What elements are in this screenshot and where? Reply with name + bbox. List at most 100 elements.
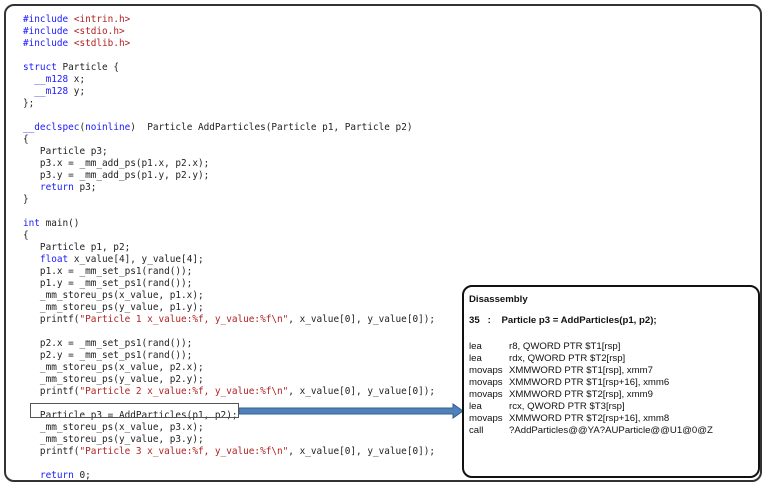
code-line: _mm_storeu_ps(x_value, p3.x); xyxy=(23,422,435,434)
code-keyword: __m128 xyxy=(23,86,69,97)
code-line: p2.y = _mm_set_ps1(rand()); xyxy=(23,350,435,362)
code-line xyxy=(23,50,435,62)
code-line: __m128 y; xyxy=(23,86,435,98)
code-text: _mm_storeu_ps(y_value, p3.y); xyxy=(23,434,204,445)
code-text: Particle p3; xyxy=(23,146,108,157)
code-line: p3.x = _mm_add_ps(p1.x, p2.x); xyxy=(23,158,435,170)
code-text: p3; xyxy=(73,182,97,193)
instruction-operands: r8, QWORD PTR $T1[rsp] xyxy=(509,341,621,352)
disassembly-panel: Disassembly 35 : Particle p3 = AddPartic… xyxy=(462,285,760,478)
code-line xyxy=(23,206,435,218)
code-line: p3.y = _mm_add_ps(p1.y, p2.y); xyxy=(23,170,435,182)
code-text: _mm_storeu_ps(x_value, p2.x); xyxy=(23,362,204,373)
code-keyword: noinline xyxy=(85,122,131,133)
code-keyword: int xyxy=(23,218,40,229)
instruction-opcode: movaps xyxy=(469,377,503,388)
code-panel: #include <intrin.h>#include <stdio.h>#in… xyxy=(4,4,762,482)
instruction-opcode: lea xyxy=(469,353,482,364)
source-code: #include <intrin.h>#include <stdio.h>#in… xyxy=(23,14,435,482)
code-string: <stdio.h> xyxy=(73,26,125,37)
code-text: 0; xyxy=(73,470,91,481)
code-text: _mm_storeu_ps(x_value, p3.x); xyxy=(23,422,204,433)
code-keyword: #include xyxy=(23,38,74,49)
code-line: { xyxy=(23,230,435,242)
code-text: x; xyxy=(68,74,86,85)
code-text: _mm_storeu_ps(x_value, p1.x); xyxy=(23,290,204,301)
code-line xyxy=(23,110,435,122)
instruction-operands: XMMWORD PTR $T1[rsp], xmm7 xyxy=(509,365,653,376)
code-text xyxy=(23,470,40,481)
code-line: struct Particle { xyxy=(23,62,435,74)
instruction-opcode: call xyxy=(469,425,484,436)
code-line: int main() xyxy=(23,218,435,230)
code-line: Particle p1, p2; xyxy=(23,242,435,254)
code-text: printf( xyxy=(23,446,80,457)
code-line: _mm_storeu_ps(x_value, p1.x); xyxy=(23,290,435,302)
code-text: { xyxy=(23,230,29,241)
instruction-opcode: movaps xyxy=(469,389,503,400)
code-line: #include <stdio.h> xyxy=(23,26,435,38)
instruction-operands: XMMWORD PTR $T1[rsp+16], xmm6 xyxy=(509,377,670,388)
code-keyword: __m128 xyxy=(23,74,69,85)
code-line: _mm_storeu_ps(x_value, p2.x); xyxy=(23,362,435,374)
code-line: _mm_storeu_ps(y_value, p2.y); xyxy=(23,374,435,386)
code-line: _mm_storeu_ps(y_value, p1.y); xyxy=(23,302,435,314)
code-text: , x_value[0], y_value[0]); xyxy=(288,446,436,457)
code-line xyxy=(23,326,435,338)
code-string: "Particle 3 x_value:%f, y_value:%f\n" xyxy=(79,446,289,457)
code-line: __m128 x; xyxy=(23,74,435,86)
code-text: p2.y = _mm_set_ps1(rand()); xyxy=(23,350,193,361)
code-line: p2.x = _mm_set_ps1(rand()); xyxy=(23,338,435,350)
code-line: Particle p3 = AddParticles(p1, p2); xyxy=(23,410,435,422)
code-line: printf("Particle 1 x_value:%f, y_value:%… xyxy=(23,314,435,326)
highlighted-call-box xyxy=(30,403,239,418)
code-text: _mm_storeu_ps(y_value, p1.y); xyxy=(23,302,204,313)
code-string: <intrin.h> xyxy=(73,14,131,25)
code-string: <stdlib.h> xyxy=(73,38,131,49)
code-keyword: #include xyxy=(23,14,74,25)
instruction-opcode: movaps xyxy=(469,413,503,424)
arrow-right-icon xyxy=(239,403,464,419)
code-text: p2.x = _mm_set_ps1(rand()); xyxy=(23,338,193,349)
code-line: printf("Particle 2 x_value:%f, y_value:%… xyxy=(23,386,435,398)
code-line: p1.x = _mm_set_ps1(rand()); xyxy=(23,266,435,278)
instruction-operands: rcx, QWORD PTR $T3[rsp] xyxy=(509,401,625,412)
code-text: ) Particle AddParticles(Particle p1, Par… xyxy=(130,122,413,133)
instruction-operands: ?AddParticles@@YA?AUParticle@@U1@0@Z xyxy=(509,425,713,436)
code-text: printf( xyxy=(23,386,80,397)
code-line xyxy=(23,458,435,470)
code-text: main() xyxy=(39,218,80,229)
code-text: , x_value[0], y_value[0]); xyxy=(288,386,436,397)
code-text: p3.x = _mm_add_ps(p1.x, p2.x); xyxy=(23,158,210,169)
code-keyword: struct xyxy=(23,62,57,73)
code-text: Particle p3 = AddParticles(p1, p2); xyxy=(23,410,238,421)
code-line: { xyxy=(23,134,435,146)
code-keyword: #include xyxy=(23,26,74,37)
code-text: , x_value[0], y_value[0]); xyxy=(288,314,436,325)
code-line: }; xyxy=(23,98,435,110)
code-line: printf("Particle 3 x_value:%f, y_value:%… xyxy=(23,446,435,458)
code-keyword: float xyxy=(39,254,69,265)
disassembly-title: Disassembly xyxy=(469,294,528,305)
instruction-opcode: movaps xyxy=(469,365,503,376)
disassembly-source-line: 35 : Particle p3 = AddParticles(p1, p2); xyxy=(469,315,657,326)
code-text: p1.y = _mm_set_ps1(rand()); xyxy=(23,278,193,289)
instruction-operands: XMMWORD PTR $T2[rsp], xmm9 xyxy=(509,389,653,400)
code-keyword: return xyxy=(39,182,74,193)
code-string: "Particle 2 x_value:%f, y_value:%f\n" xyxy=(79,386,289,397)
code-text: _mm_storeu_ps(y_value, p2.y); xyxy=(23,374,204,385)
code-line: __declspec(noinline) Particle AddParticl… xyxy=(23,122,435,134)
code-text: { xyxy=(23,134,29,145)
code-text: printf( xyxy=(23,314,80,325)
code-line: } xyxy=(23,194,435,206)
code-keyword: __declspec xyxy=(23,122,80,133)
code-text: }; xyxy=(23,98,35,109)
instruction-operands: XMMWORD PTR $T2[rsp+16], xmm8 xyxy=(509,413,670,424)
instruction-operands: rdx, QWORD PTR $T2[rsp] xyxy=(509,353,626,364)
code-line: #include <intrin.h> xyxy=(23,14,435,26)
code-text: y; xyxy=(68,86,86,97)
instruction-opcode: lea xyxy=(469,341,482,352)
code-line: float x_value[4], y_value[4]; xyxy=(23,254,435,266)
code-text: p1.x = _mm_set_ps1(rand()); xyxy=(23,266,193,277)
code-text: ( xyxy=(79,122,86,133)
